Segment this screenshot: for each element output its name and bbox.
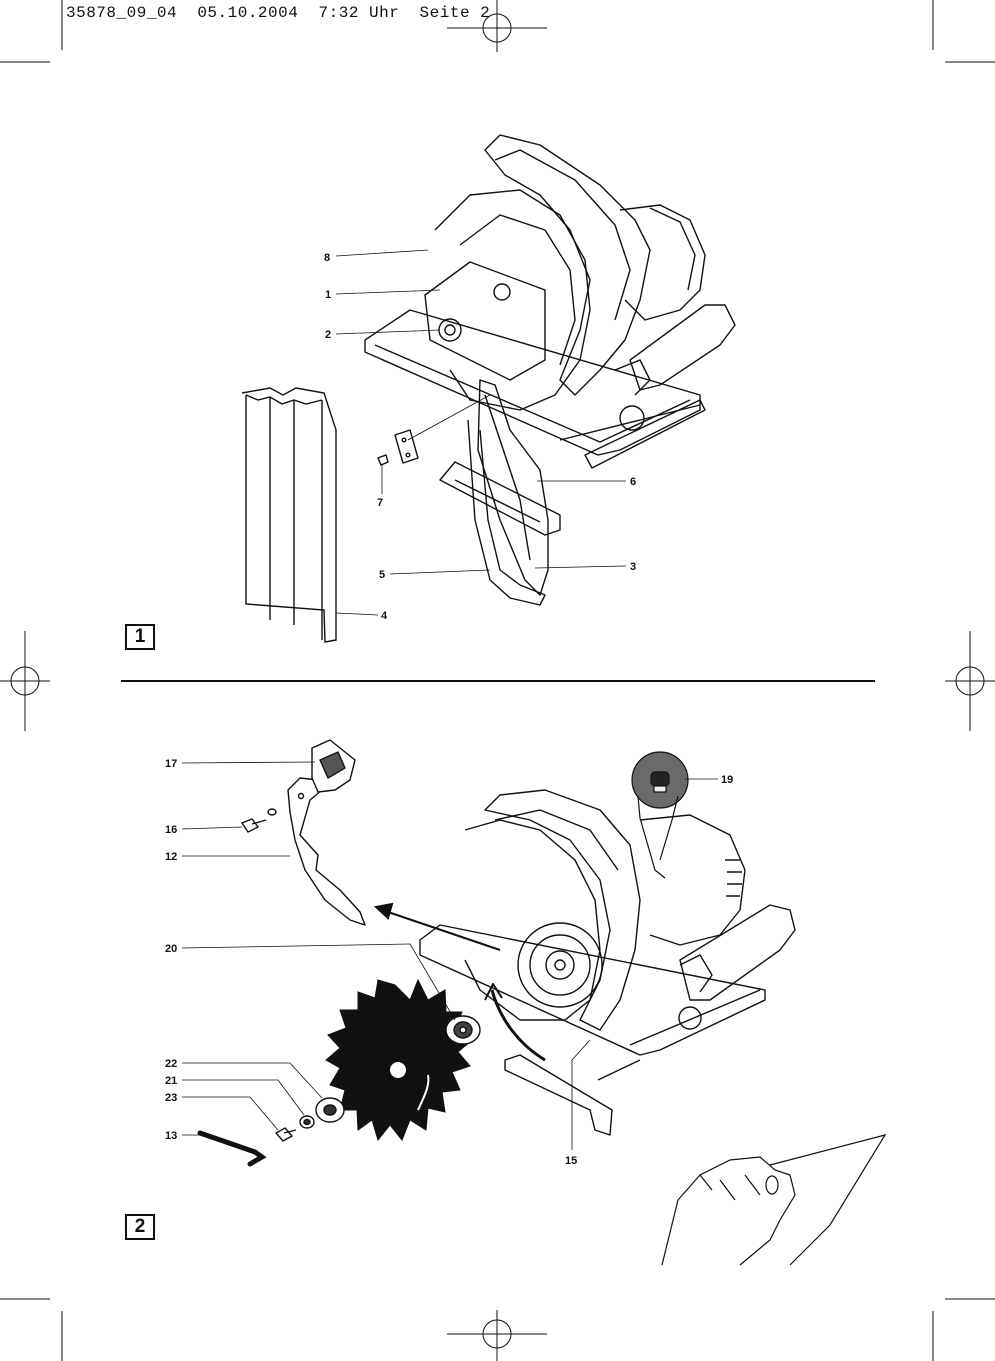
print-header: 35878_09_04 05.10.2004 7:32 Uhr Seite 2 — [66, 4, 491, 22]
figure-2-labels: 17 16 12 19 20 22 21 23 13 15 — [165, 758, 733, 1167]
label-15: 15 — [565, 1155, 577, 1167]
label-3: 3 — [630, 561, 636, 573]
label-17: 17 — [165, 758, 177, 770]
label-5: 5 — [379, 569, 385, 581]
figure-2-hand-sketch — [661, 1134, 887, 1266]
registration-mark-top — [447, 0, 547, 52]
label-13: 13 — [165, 1130, 177, 1142]
figure-2-fastener-parts — [197, 808, 345, 1167]
label-12: 12 — [165, 851, 177, 863]
label-1: 1 — [325, 289, 331, 301]
label-8: 8 — [324, 252, 330, 264]
label-16: 16 — [165, 824, 177, 836]
figure-2-direction-arrow — [373, 902, 501, 951]
section-divider — [121, 680, 875, 682]
figure-2-saw-blade — [325, 978, 473, 1142]
label-21: 21 — [165, 1075, 177, 1087]
figure-1-labels: 8 1 2 7 6 5 3 4 — [324, 252, 636, 622]
registration-mark-left — [0, 631, 50, 731]
label-23: 23 — [165, 1092, 177, 1104]
registration-mark-bottom — [447, 1310, 547, 1361]
registration-mark-right — [945, 631, 995, 731]
figure-2-badge: 2 — [125, 1214, 155, 1240]
label-2: 2 — [325, 329, 331, 341]
figure-2-flange-20 — [445, 1015, 481, 1045]
figure-2-leader-lines — [181, 761, 718, 1150]
figure-2-inset-19 — [631, 751, 689, 879]
label-20: 20 — [165, 943, 177, 955]
label-22: 22 — [165, 1058, 177, 1070]
figure-1-leader-lines — [335, 249, 627, 616]
label-4: 4 — [381, 610, 388, 622]
label-6: 6 — [630, 476, 636, 488]
figure-2-saw-illustration — [419, 789, 796, 1136]
label-19: 19 — [721, 774, 733, 786]
figure-1-carry-case — [241, 387, 337, 643]
figure-1-badge: 1 — [125, 624, 155, 650]
figure-1-illustration — [364, 134, 736, 606]
figure-2-riving-knife — [287, 739, 366, 926]
label-7: 7 — [377, 497, 383, 509]
